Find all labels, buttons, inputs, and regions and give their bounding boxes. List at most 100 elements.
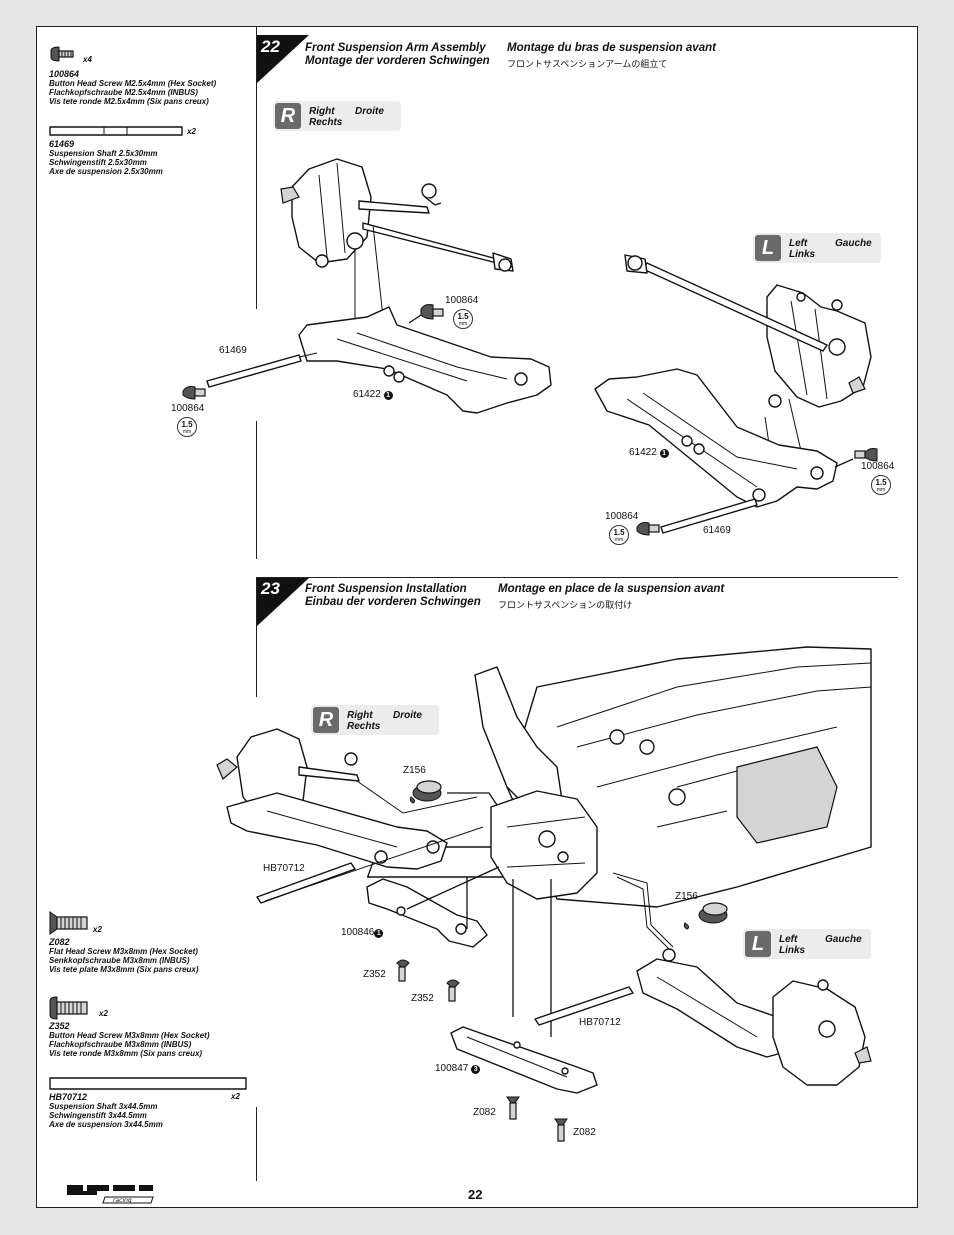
- part-desc-fr: Vis tete ronde M3x8mm (Six pans creux): [49, 1049, 203, 1058]
- label-z352-a: Z352: [363, 969, 386, 980]
- right-letter: R: [275, 103, 301, 129]
- part-desc-de: Senkkopfschraube M3x8mm (INBUS): [49, 956, 190, 965]
- z156-ball-b: [683, 902, 728, 930]
- label-z082-b: Z082: [573, 1127, 596, 1138]
- label-z156-a: Z156: [403, 765, 426, 776]
- callout-3-icon: 3: [471, 1065, 481, 1074]
- plate-100846: [366, 866, 500, 948]
- label-hb70712-a: HB70712: [263, 863, 305, 874]
- step-22-title-fr: Montage du bras de suspension avant: [507, 42, 716, 54]
- step-23-title-en: Front Suspension Installation: [305, 583, 467, 595]
- left-letter: L: [745, 931, 771, 957]
- right-fr: Droite: [393, 710, 422, 721]
- left-driveshaft: [624, 254, 828, 352]
- part-qty: x2: [99, 1009, 108, 1018]
- left-arm-61422: [594, 368, 838, 508]
- label-61422-a: 61422 1: [353, 389, 393, 400]
- shaft-61469-b: [660, 498, 758, 534]
- right-en: Right: [347, 710, 373, 721]
- part-desc-fr: Axe de suspension 2.5x30mm: [49, 167, 163, 176]
- skid-100847: [450, 1026, 598, 1094]
- part-desc-fr: Vis tete plate M3x8mm (Six pans creux): [49, 965, 199, 974]
- left-en: Left: [779, 934, 798, 945]
- step-23-title-de: Einbau der vorderen Schwingen: [305, 596, 481, 608]
- part-desc-en: Button Head Screw M2.5x4mm (Hex Socket): [49, 79, 217, 88]
- left-en: Left: [789, 238, 808, 249]
- left-fr: Gauche: [825, 934, 862, 945]
- left-knuckle-23: [772, 979, 872, 1086]
- z156-ball-a: [409, 780, 498, 806]
- part-desc-fr: Vis tete ronde M2.5x4mm (Six pans creux): [49, 97, 209, 106]
- z082-screw-b: [554, 1118, 568, 1142]
- label-61469-a: 61469: [219, 345, 247, 356]
- hpi-racing-logo: racing: [67, 1185, 154, 1204]
- part-desc-en: Button Head Screw M3x8mm (Hex Socket): [49, 1031, 210, 1040]
- part-desc-de: Schwingenstift 3x44.5mm: [49, 1111, 147, 1120]
- step-23-number: 23: [261, 579, 280, 598]
- label-61422-b: 61422 1: [629, 447, 669, 458]
- part-code: HB70712: [49, 1092, 88, 1102]
- label-z156-b: Z156: [675, 891, 698, 902]
- front-bulkhead: [490, 790, 598, 900]
- part-desc-de: Flachkopfschraube M3x8mm (INBUS): [49, 1040, 192, 1049]
- step-22-left-badge: L Left Gauche Links: [753, 233, 881, 263]
- step-23-title-jp: フロントサスペンションの取付け: [498, 600, 633, 610]
- flat-head-screw-icon: [49, 911, 88, 935]
- left-de: Links: [779, 945, 806, 956]
- right-arm-61422: [298, 306, 552, 414]
- sidebar-divider-bottom: [256, 1107, 257, 1181]
- step-22-illustration: [182, 158, 878, 536]
- part-code: 100864: [49, 69, 80, 79]
- chassis: [366, 646, 872, 908]
- part-desc-fr: Axe de suspension 3x44.5mm: [49, 1120, 163, 1129]
- suspension-shaft-icon: [49, 126, 183, 136]
- part-qty: x2: [231, 1092, 240, 1101]
- shaft-hb70712-b: [534, 986, 634, 1026]
- right-knuckle: [280, 158, 442, 268]
- right-de: Rechts: [309, 117, 343, 128]
- part-desc-en: Suspension Shaft 3x44.5mm: [49, 1102, 158, 1111]
- shaft-hb70712-a: [256, 862, 356, 904]
- label-z082-a: Z082: [473, 1107, 496, 1118]
- screw-100864-a: [408, 304, 444, 324]
- label-100864-b: 100864: [171, 403, 205, 414]
- right-letter: R: [313, 707, 339, 733]
- step-22-title-en: Front Suspension Arm Assembly: [305, 42, 486, 54]
- guide-line-vertical: [512, 879, 552, 1037]
- label-61469-b: 61469: [703, 525, 731, 536]
- step-23-right-badge: R Right Droite Rechts: [311, 705, 439, 735]
- sidebar-divider-top: [256, 27, 257, 309]
- button-head-screw-icon: [49, 996, 88, 1020]
- part-desc-en: Flat Head Screw M3x8mm (Hex Socket): [49, 947, 198, 956]
- label-z352-b: Z352: [411, 993, 434, 1004]
- z352-screw-a: [396, 959, 410, 982]
- button-head-screw-icon: [50, 46, 74, 62]
- part-qty: x4: [83, 55, 92, 64]
- right-fr: Droite: [355, 106, 384, 117]
- step-22-right-badge: R Right Droite Rechts: [273, 101, 401, 131]
- left-letter: L: [755, 235, 781, 261]
- step-22-number: 22: [261, 37, 280, 56]
- part-desc-en: Suspension Shaft 2.5x30mm: [49, 149, 158, 158]
- guide-lines: [354, 224, 384, 319]
- step-22-title-jp: フロントサスペンションアームの組立て: [507, 59, 668, 69]
- part-code: Z082: [49, 937, 70, 947]
- part-code: Z352: [49, 1021, 70, 1031]
- right-en: Right: [309, 106, 335, 117]
- step-divider: [256, 577, 898, 578]
- part-code: 61469: [49, 139, 75, 149]
- callout-1-icon: 1: [383, 391, 393, 400]
- step-23-title-fr: Montage en place de la suspension avant: [498, 583, 725, 595]
- screw-100864-d: [636, 522, 660, 536]
- label-100864-a: 100864: [445, 295, 479, 306]
- step-23-illustration: [216, 646, 872, 1142]
- part-qty: x2: [187, 127, 196, 136]
- sidebar-divider-lower: [256, 577, 257, 697]
- screw-100864-c: [834, 448, 878, 468]
- z082-screw-a: [506, 1096, 520, 1120]
- callout-1-icon: 1: [659, 449, 669, 458]
